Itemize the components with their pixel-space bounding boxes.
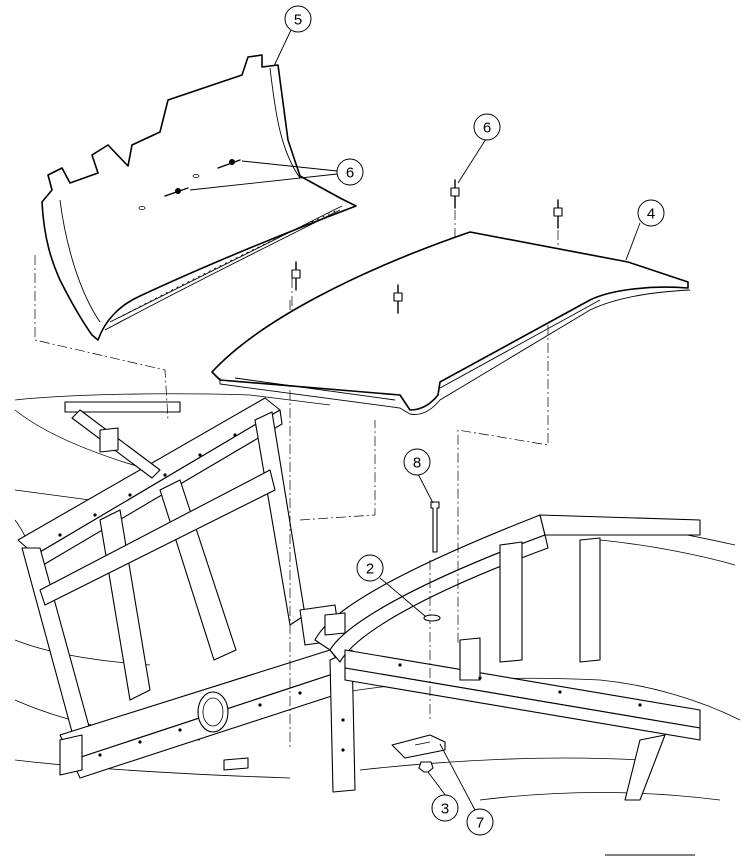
rear-panel-part-5 [41, 54, 357, 341]
callout-6a-label: 6 [346, 165, 354, 182]
callout-5: 5 [284, 5, 312, 33]
top-panel-part-4 [211, 179, 691, 415]
callout-6-panel-4: 6 [473, 113, 501, 141]
callout-8-label: 8 [413, 455, 421, 472]
vehicle-frame [14, 393, 741, 801]
nut-part-3 [418, 761, 434, 773]
callout-4: 4 [637, 199, 665, 227]
callout-8: 8 [403, 448, 431, 476]
callout-5-label: 5 [294, 12, 302, 29]
callout-3: 3 [431, 794, 459, 822]
bracket-part-7 [391, 734, 446, 759]
callout-7: 7 [466, 808, 494, 836]
bolt-part-8 [430, 501, 440, 553]
callout-6b-label: 6 [483, 120, 491, 137]
rivets-panel-4 [291, 179, 563, 314]
rivet-pair-panel-5 [138, 159, 241, 210]
callout-2: 2 [356, 554, 384, 582]
washer-part-2 [423, 614, 441, 622]
callout-7-label: 7 [476, 815, 484, 832]
frame-rivets [58, 433, 642, 757]
callout-3-label: 3 [441, 801, 449, 818]
callout-2-label: 2 [366, 561, 374, 578]
callout-4-label: 4 [647, 206, 655, 223]
callout-6-panel-5: 6 [336, 158, 364, 186]
leader-lines [189, 29, 641, 811]
